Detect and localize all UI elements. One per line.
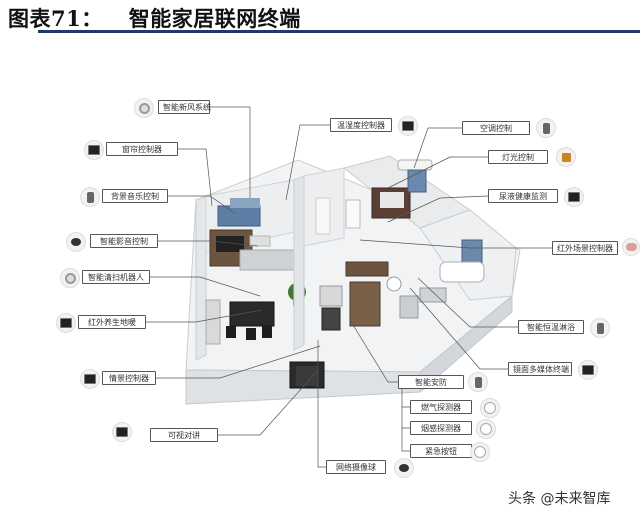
leader-chuanglian [178, 148, 213, 207]
leader-qingjing [156, 345, 321, 379]
security-icon [468, 372, 488, 392]
label-kongtiao: 空调控制 [462, 121, 530, 135]
bedroom-door [315, 197, 331, 235]
kitchen-island [349, 281, 381, 327]
leader-wangluo [317, 340, 326, 468]
tv-screen [216, 236, 244, 252]
label-wangluo-shexiang: 网络摄像球 [326, 460, 386, 474]
ir-controller-icon [622, 238, 640, 256]
left-wall [195, 195, 207, 361]
label-chuanglian: 窗帘控制器 [106, 142, 178, 156]
label-beijing-yinyue: 背景音乐控制 [102, 189, 168, 203]
fresh-air-icon [134, 98, 154, 118]
smoke-detector-icon [476, 419, 496, 439]
leader-xinfeng [210, 106, 251, 198]
shower-control-icon [590, 318, 610, 338]
label-wenshidu: 温湿度控制器 [330, 118, 392, 132]
label-ranqi: 燃气探测器 [410, 400, 472, 414]
label-jinji: 紧急按钮 [410, 444, 472, 458]
label-qingsao: 智能清扫机器人 [82, 270, 150, 284]
dining-table [229, 301, 275, 327]
coffee-table [249, 235, 271, 247]
shower-area [399, 295, 419, 319]
leader-yingyin [158, 240, 259, 247]
av-control-icon [66, 232, 86, 252]
leader-keshi [218, 369, 319, 436]
ac-remote-icon [536, 118, 556, 138]
bed-cover [380, 192, 404, 208]
label-xinfeng: 智能新风系统 [158, 100, 211, 114]
scene-control-icon [80, 369, 100, 389]
figure-title: 图表71： 智能家居联网终端 [8, 3, 301, 33]
label-hengwen: 智能恒温淋浴 [518, 320, 584, 334]
thermostat-icon [398, 116, 418, 136]
label-dengguang: 灯光控制 [488, 150, 548, 164]
leader-hongwai-diban [146, 309, 263, 323]
leader-niaoye [387, 195, 489, 223]
music-control-icon [80, 187, 100, 207]
watermark: 头条 @未来智库 [508, 491, 611, 507]
chair-3 [262, 326, 272, 338]
label-anfang: 智能安防 [398, 375, 464, 389]
emergency-button-icon [470, 442, 490, 462]
bathtub [439, 261, 485, 283]
window-blinds [230, 198, 260, 208]
leader-hengwen [417, 277, 518, 328]
leader-dengguang [387, 156, 488, 189]
urine-monitor-icon [564, 187, 584, 207]
gas-detector-icon [480, 398, 500, 418]
side-cabinet [205, 299, 221, 345]
kitchen-counter [345, 261, 389, 277]
curtain-window [217, 205, 261, 227]
chair-1 [226, 326, 236, 338]
leader-jingmian [409, 287, 508, 370]
label-qingjing: 情景控制器 [102, 371, 156, 385]
oven [321, 307, 341, 331]
toilet [386, 276, 402, 292]
leader-hongwai-yaokong [359, 239, 552, 249]
light-switch-icon [556, 147, 576, 167]
header: 图表71： 智能家居联网终端 [0, 0, 640, 34]
label-yingyin: 智能影音控制 [90, 234, 158, 248]
entrance-door-inner [296, 366, 318, 386]
leader-wenshidu [285, 124, 330, 201]
header-rule [38, 30, 640, 33]
chair-2 [246, 328, 256, 340]
robot-vacuum-icon [60, 268, 80, 288]
leader-yangan [401, 407, 410, 429]
label-hongwai-diban: 红外养生地暖 [78, 315, 146, 329]
curtain-control-icon [84, 140, 104, 160]
sofa [239, 249, 297, 271]
network-camera-icon [394, 458, 414, 478]
leader-kongtiao [413, 127, 462, 169]
vanity [419, 287, 447, 303]
leader-anfang [349, 319, 398, 383]
leader-beijing-yinyue [168, 195, 237, 215]
label-yangan: 烟感探测器 [410, 421, 472, 435]
leader-jinji [401, 428, 410, 452]
label-keshi-duijiang: 可视对讲 [150, 428, 218, 442]
label-niaoye: 尿液健康监测 [488, 189, 558, 203]
mirror-terminal-icon [578, 360, 598, 380]
wardrobe [345, 199, 361, 229]
leader-qingsao [150, 276, 261, 297]
floor-heating-icon [56, 313, 76, 333]
label-jingmian: 镜面多媒体终端 [508, 362, 572, 376]
leader-lines [146, 106, 552, 468]
figure-caption: 智能家居联网终端 [128, 6, 301, 31]
intercom-icon [112, 422, 132, 442]
center-wall [293, 175, 305, 351]
figure-number: 图表71： [8, 6, 103, 31]
label-hongwai-yaokong: 红外场景控制器 [552, 241, 618, 255]
fridge [319, 285, 343, 307]
